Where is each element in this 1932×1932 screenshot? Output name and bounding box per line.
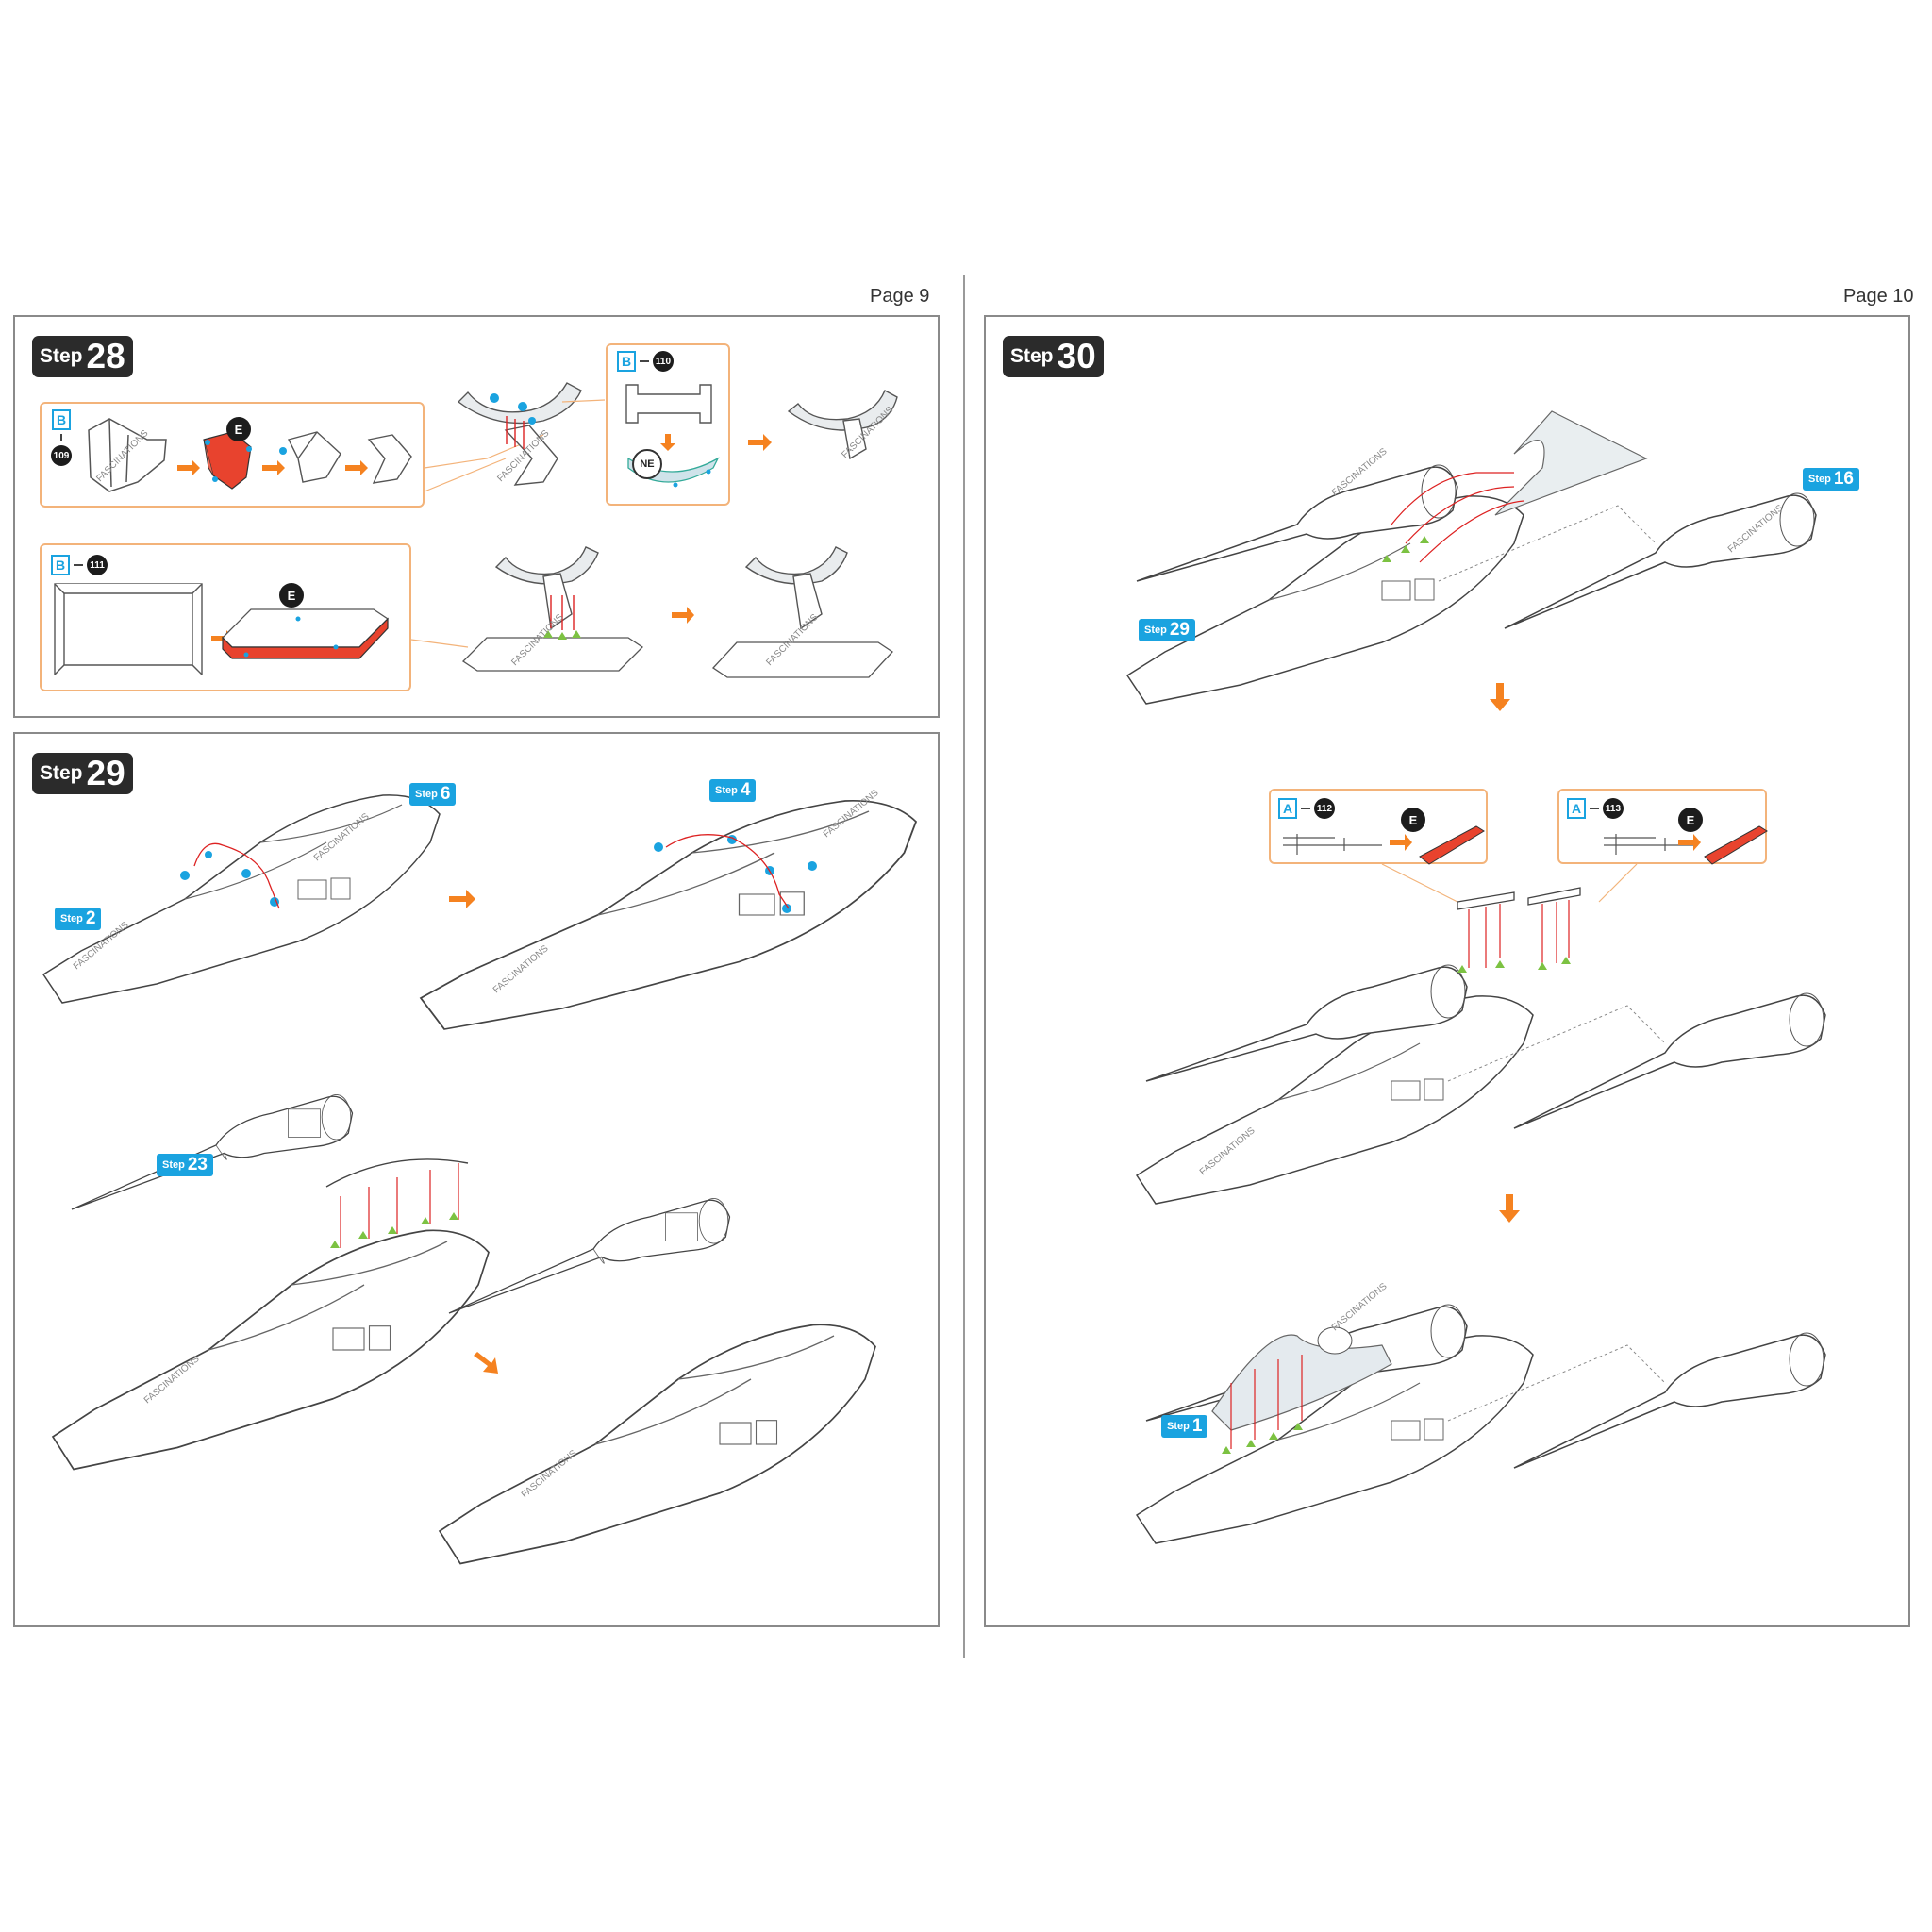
page-number-right: Page 10 <box>1843 286 1914 307</box>
sheet-letter: A <box>1278 798 1297 819</box>
sheet-b-part-109: B 109 <box>51 409 72 466</box>
connector-dash <box>1590 808 1599 809</box>
step-number: 29 <box>86 754 125 792</box>
sheet-letter: A <box>1567 798 1586 819</box>
step-28-row2-illustration: FASCINATIONS FASCINATIONS <box>54 546 893 678</box>
step-number: 30 <box>1057 337 1096 375</box>
step-28-row1-illustration: FASCINATIONS FASCIN <box>88 382 606 492</box>
step-29-badge: Step 29 <box>32 753 133 794</box>
step-number: 28 <box>86 337 125 375</box>
part-112-box <box>1269 789 1488 864</box>
sheet-b-part-110: B 110 <box>617 351 674 372</box>
part-number: 111 <box>87 555 108 575</box>
page-number-left: Page 9 <box>870 286 930 307</box>
connector-dash <box>1301 808 1310 809</box>
tool-e-marker: E <box>1401 808 1425 832</box>
sheet-b-part-111: B 111 <box>51 555 108 575</box>
step-30-badge: Step 30 <box>1003 336 1104 377</box>
part-113-box <box>1557 789 1767 864</box>
sheet-a-part-112: A 112 <box>1278 798 1335 819</box>
sheet-letter: B <box>51 555 70 575</box>
step-word: Step <box>1010 345 1054 367</box>
part-number: 110 <box>653 351 674 372</box>
sheet-a-part-113: A 113 <box>1567 798 1624 819</box>
tool-e-marker: E <box>279 583 304 608</box>
step-29-illustration: FASCINATIONS FASCINATIONS FASCINATIONS F… <box>42 788 917 1565</box>
step-28-badge: Step 28 <box>32 336 133 377</box>
step-word: Step <box>40 345 83 367</box>
part-number: 109 <box>51 445 72 466</box>
step-word: Step <box>40 762 83 784</box>
step-28-panel: Step 28 B 109 E FASCINATIONS <box>13 315 940 842</box>
connector-dash <box>74 564 83 566</box>
tool-ne-marker: NE <box>632 449 662 479</box>
step-28-box2-illustration: FASCINATIONS <box>625 384 898 488</box>
step-30-illustration: FASCINATIONS FASCINATIONS FASCINATIONS <box>1126 410 1826 1544</box>
part-111-box <box>40 543 411 691</box>
sheet-letter: B <box>52 409 71 430</box>
sheet-letter: B <box>617 351 636 372</box>
part-number: 113 <box>1603 798 1624 819</box>
tool-e-marker: E <box>226 417 251 441</box>
page-divider <box>963 275 965 1658</box>
connector-line <box>60 434 62 441</box>
part-109-box <box>40 402 425 508</box>
connector-dash <box>640 360 649 362</box>
tool-e-marker: E <box>1678 808 1703 832</box>
part-110-box <box>606 343 730 506</box>
part-number: 112 <box>1314 798 1335 819</box>
